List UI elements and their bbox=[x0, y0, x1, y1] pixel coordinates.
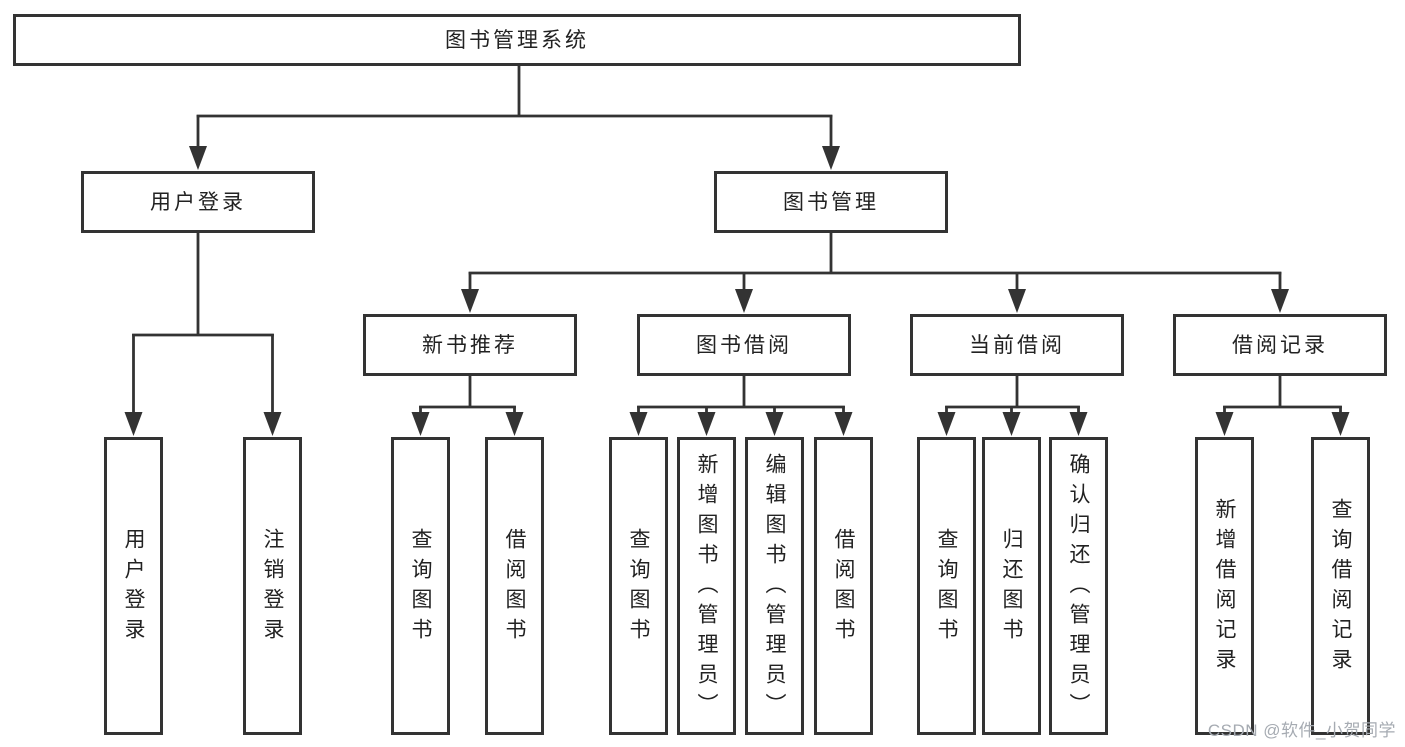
leaf-borrowing-borrow-books: 借阅图书 bbox=[814, 437, 873, 735]
node-borrowing-records: 借阅记录 bbox=[1173, 314, 1387, 376]
leaf-records-add-record: 新增借阅记录 bbox=[1195, 437, 1254, 735]
leaf-recommend-query-books: 查询图书 bbox=[391, 437, 450, 735]
leaf-current-confirm-return-admin: 确认归还（管理员） bbox=[1049, 437, 1108, 735]
leaf-logout: 注销登录 bbox=[243, 437, 302, 735]
node-book-borrowing: 图书借阅 bbox=[637, 314, 851, 376]
node-new-book-recommend: 新书推荐 bbox=[363, 314, 577, 376]
leaf-user-login: 用户登录 bbox=[104, 437, 163, 735]
node-user-login: 用户登录 bbox=[81, 171, 315, 233]
node-root-system: 图书管理系统 bbox=[13, 14, 1021, 66]
leaf-borrowing-add-books-admin: 新增图书（管理员） bbox=[677, 437, 736, 735]
leaf-current-return-books: 归还图书 bbox=[982, 437, 1041, 735]
leaf-borrowing-edit-books-admin: 编辑图书（管理员） bbox=[745, 437, 804, 735]
leaf-borrowing-query-books: 查询图书 bbox=[609, 437, 668, 735]
leaf-recommend-borrow-books: 借阅图书 bbox=[485, 437, 544, 735]
leaf-records-query-record: 查询借阅记录 bbox=[1311, 437, 1370, 735]
csdn-watermark: CSDN @软件_小贺同学 bbox=[1207, 721, 1396, 740]
node-current-borrowing: 当前借阅 bbox=[910, 314, 1124, 376]
leaf-current-query-books: 查询图书 bbox=[917, 437, 976, 735]
node-book-management: 图书管理 bbox=[714, 171, 948, 233]
